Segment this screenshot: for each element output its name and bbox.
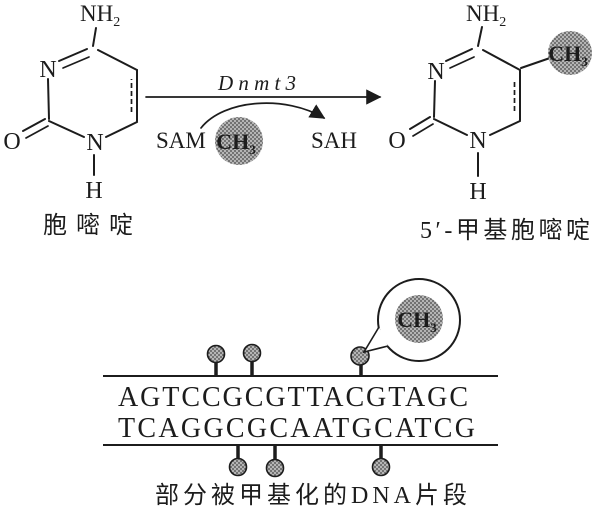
methyl-mark-icon [206, 344, 226, 364]
methyl-mark-icon [371, 457, 391, 477]
cytosine-ring-bonds [22, 27, 138, 176]
methyl-mark-icon [228, 457, 248, 477]
cytosine-n1-label: N [86, 130, 103, 156]
methylcytosine-name: 5′-甲基胞嘧啶 [420, 217, 590, 244]
methylcytosine-methyl-label: CH3 [548, 41, 588, 69]
dna-caption: 部分被甲基化的DNA片段 [155, 482, 467, 509]
methylcytosine-methyl-circle [548, 31, 592, 75]
methylcytosine-amine-label: NH2 [466, 1, 506, 30]
methylcytosine-ring-bonds [409, 26, 551, 177]
methyl-mark-icon [265, 458, 285, 478]
dna-top-strand: AGTCCGCGTTACGTAGC [118, 382, 468, 413]
sam-methyl-label: CH3 [216, 129, 256, 157]
cytosine-hydrogen-label: H [85, 178, 102, 204]
dna-fragment: AGTCCGCGTTACGTAGC TCAGGCGCAATGCATCG CH3 … [103, 278, 498, 509]
cytosine-oxygen-label: O [3, 129, 20, 155]
dna-bottom-strand: TCAGGCGCAATGCATCG [118, 413, 475, 444]
bottom-strand-methyl-marks [228, 446, 391, 478]
methylcytosine-n3-label: N [427, 59, 444, 85]
cofactor-arc-arrow [200, 102, 326, 129]
sam-methyl-circle [215, 117, 263, 165]
methyl-callout-bubble: CH3 [362, 278, 461, 362]
sah-label: SAH [311, 128, 357, 153]
cytosine-amine-label: NH2 [80, 1, 120, 30]
callout-methyl-label: CH3 [397, 307, 437, 335]
cytosine-n3-label: N [39, 57, 56, 83]
methylcytosine-n1-label: N [469, 128, 486, 154]
cytosine-name: 胞嘧啶 [43, 212, 133, 239]
methylcytosine-oxygen-label: O [388, 128, 405, 154]
methyl-mark-icon [242, 343, 262, 363]
callout-tail [362, 326, 389, 354]
top-strand-methyl-marks [206, 343, 370, 376]
methylcytosine-hydrogen-label: H [469, 179, 486, 205]
reaction-scheme: Dnmt3 SAM CH3 SAH [145, 71, 382, 165]
methylcytosine-structure: CH3 NH2 N N O H 5′-甲基胞嘧啶 [388, 1, 592, 244]
cytosine-structure: NH2 N N O H 胞嘧啶 [3, 1, 138, 239]
callout-methyl-circle [395, 295, 443, 343]
sam-label: SAM [156, 128, 206, 153]
enzyme-label: Dnmt3 [217, 71, 296, 95]
